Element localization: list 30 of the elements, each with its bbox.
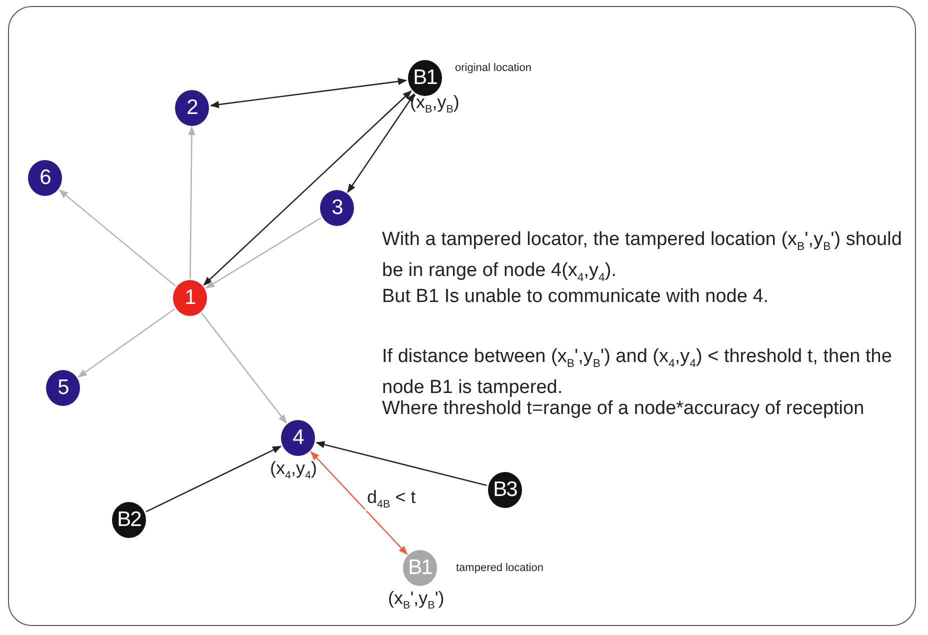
location-note: tampered location <box>456 562 544 574</box>
sensor-node: 5 <box>46 370 80 406</box>
arrow <box>201 312 287 424</box>
explanation-text: With a tampered locator, the tampered location (x$_{B}$',y$_{B}$') should be in range of node 4(x$_{4}$,y$_{4}$). <box>382 228 903 286</box>
arrow <box>203 90 412 286</box>
arrow <box>310 451 408 555</box>
coordinate-label: (x$_{4}$,y$_{4}$) <box>270 458 318 482</box>
sensor-node: 1 <box>173 280 207 316</box>
arrow <box>210 78 408 108</box>
coordinate-label: (x$_{B}$',y$_{B}$') <box>388 588 444 612</box>
edge-label: d$_{4B}$ < t <box>365 487 418 511</box>
arrow <box>347 92 415 194</box>
arrow <box>146 446 282 512</box>
explanation-text: If distance between (x$_{B}$',y$_{B}$') and (x$_{4}$,y$_{4}$) < threshold t, then the node B1 is tampered. <box>382 345 893 400</box>
base-station-node: B3 <box>488 472 522 508</box>
sensor-node: 6 <box>28 160 62 196</box>
base-station-node: B1 <box>403 550 437 586</box>
base-station-node: B1 <box>408 60 442 96</box>
arrow <box>78 308 175 378</box>
sensor-node: 2 <box>175 90 209 126</box>
arrow <box>58 190 176 286</box>
location-note: original location <box>455 62 532 74</box>
base-station-node: B2 <box>112 502 146 538</box>
sensor-node: 3 <box>320 190 354 226</box>
explanation-text: Where threshold t=range of a node*accuracy of reception <box>382 397 866 421</box>
arrow <box>205 217 322 289</box>
arrow <box>188 126 196 279</box>
sensor-node: 4 <box>281 420 315 456</box>
arrow <box>316 441 487 486</box>
explanation-text: But B1 Is unable to communicate with node 4. <box>382 285 770 309</box>
